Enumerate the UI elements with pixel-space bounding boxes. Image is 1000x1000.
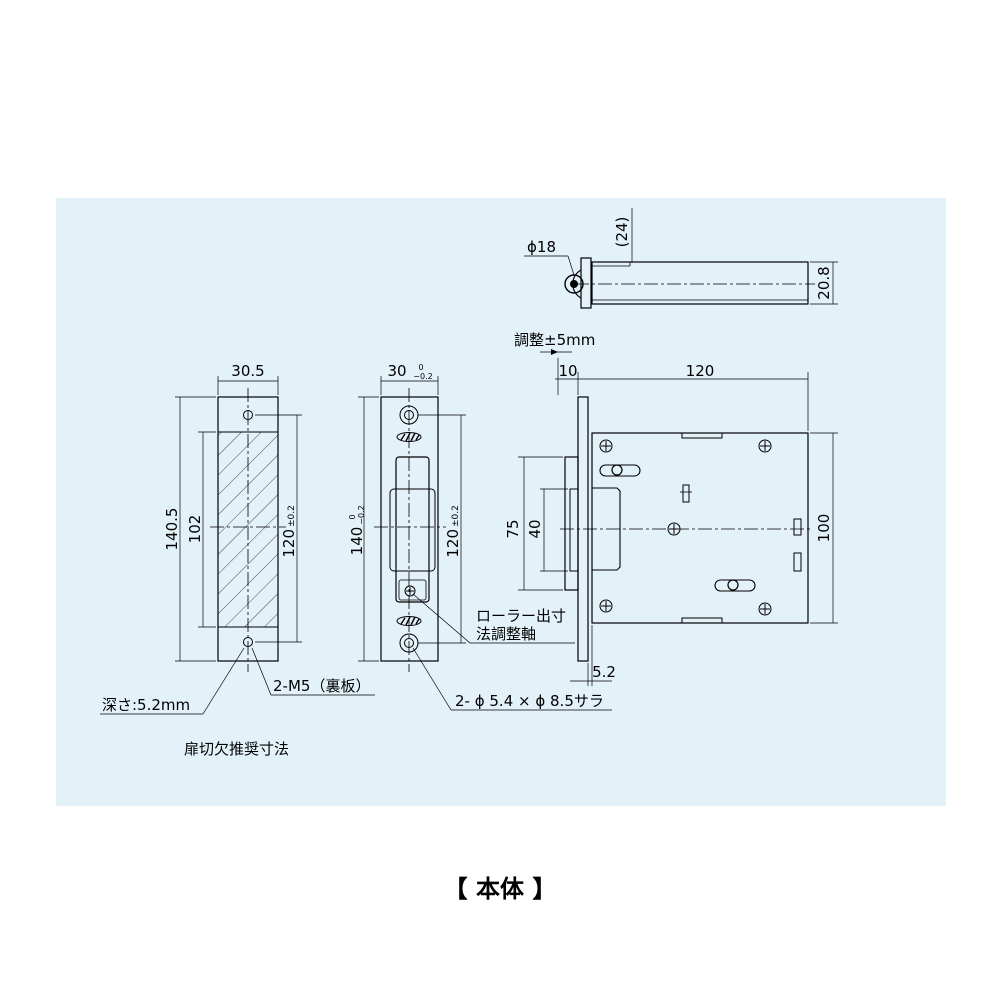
side-plate-thickness-label: 5.2 bbox=[592, 663, 616, 681]
caption: 【 本体 】 bbox=[444, 875, 557, 903]
side-offset-label: 10 bbox=[558, 362, 577, 380]
side-screw-tr bbox=[758, 439, 772, 453]
cutout-hole-bottom bbox=[243, 637, 253, 647]
side-screw-bl bbox=[599, 599, 613, 613]
front-pitch-tol: ±0.2 bbox=[451, 505, 461, 527]
front-width-label: 30 bbox=[387, 362, 406, 380]
cutout-view: 30.5 140.5 102 120 ±0.2 bbox=[163, 362, 302, 672]
front-width-tol-lower: −0.2 bbox=[413, 372, 432, 381]
top-faceplate bbox=[580, 257, 592, 309]
front-rib-top bbox=[396, 432, 422, 442]
callout-screw: 2-M5（裏板） bbox=[273, 677, 370, 695]
front-height-label: 140 bbox=[348, 527, 366, 556]
front-pitch-label: 120 bbox=[444, 529, 462, 558]
side-view: 調整±5mm 10 120 75 40 100 5.2 bbox=[504, 331, 838, 686]
side-height-outer-label: 75 bbox=[504, 519, 522, 538]
side-screw-tl bbox=[599, 439, 613, 453]
drawing-panel bbox=[56, 198, 946, 806]
callout-roller-adjust-1: ローラー出寸 bbox=[476, 607, 566, 625]
cutout-label: 扉切欠推奨寸法 bbox=[184, 740, 289, 758]
callout-roller-adjust-2: 法調整軸 bbox=[476, 625, 536, 643]
top-depth-label: (24) bbox=[613, 217, 631, 248]
side-slot-upper bbox=[599, 464, 641, 477]
front-slot-inner bbox=[389, 488, 436, 572]
top-view: ϕ18 (24) 20.8 bbox=[524, 208, 838, 309]
front-rib-bottom bbox=[396, 616, 422, 626]
front-height-tol-upper: 0 bbox=[348, 514, 357, 519]
front-plate bbox=[380, 396, 439, 662]
side-adjust-label: 調整±5mm bbox=[514, 331, 595, 349]
cutout-height-total-label: 140.5 bbox=[163, 508, 181, 551]
side-body-height-label: 100 bbox=[815, 514, 833, 543]
cutout-hole-top bbox=[243, 410, 253, 420]
side-length-label: 120 bbox=[686, 362, 715, 380]
callout-holes: 2- ϕ 5.4 × ϕ 8.5サラ bbox=[455, 692, 604, 710]
cutout-pitch-label: 120 bbox=[280, 529, 298, 558]
side-height-inner-label: 40 bbox=[526, 519, 544, 538]
cutout-pitch-tol: ±0.2 bbox=[287, 505, 297, 527]
front-view: 30 0 −0.2 140 0 −0.2 120 ±0.2 bbox=[348, 362, 466, 672]
front-adjust-screw bbox=[404, 585, 416, 597]
top-thickness-label: 20.8 bbox=[815, 266, 833, 299]
callouts: 深さ:5.2mm 2-M5（裏板） ローラー出寸 法調整軸 2- ϕ 5.4 ×… bbox=[100, 593, 612, 758]
cutout-height-inner-label: 102 bbox=[186, 515, 204, 544]
front-height-tol-lower: −0.2 bbox=[357, 505, 366, 524]
top-body bbox=[591, 261, 809, 305]
cutout-width-label: 30.5 bbox=[231, 362, 264, 380]
front-width-tol-upper: 0 bbox=[418, 363, 423, 372]
callout-depth: 深さ:5.2mm bbox=[102, 696, 190, 714]
top-roller-dia-label: ϕ18 bbox=[527, 238, 556, 256]
side-screw-center bbox=[667, 522, 681, 536]
side-screw-br bbox=[758, 602, 772, 616]
